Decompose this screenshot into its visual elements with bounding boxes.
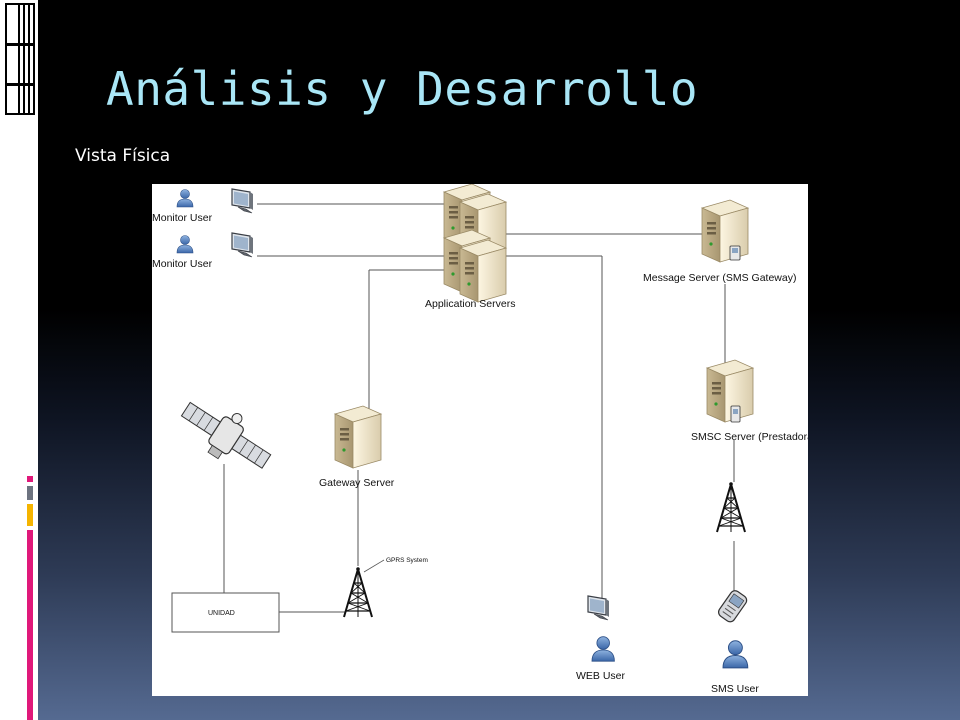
unidad-label: UNIDAD (208, 610, 235, 617)
server-icon (459, 239, 507, 303)
application-servers-label: Application Servers (425, 298, 515, 310)
accent-bar-magenta-top (27, 476, 33, 482)
message-server-label: Message Server (SMS Gateway) (643, 272, 796, 284)
gprs-system-label: GPRS System (386, 557, 428, 564)
sms-user-label: SMS User (711, 683, 759, 695)
user-icon (176, 189, 194, 208)
slide-subtitle: Vista Física (75, 146, 171, 166)
server-icon (701, 199, 749, 263)
accent-bar-gray (27, 486, 33, 500)
server-icon (334, 405, 382, 469)
slide-title: Análisis y Desarrollo (106, 62, 699, 116)
monitor-user-1-label: Monitor User (152, 212, 213, 224)
monitor-icon (231, 232, 254, 258)
user-icon (591, 636, 615, 662)
user-icon (722, 640, 749, 669)
mini-phone-icon (730, 405, 741, 423)
smsc-tower (716, 481, 746, 533)
satellite-icon (180, 401, 272, 469)
message-server: Message Server (SMS Gateway) (643, 199, 796, 284)
logo-icon (5, 3, 35, 115)
mini-phone-icon (729, 245, 741, 261)
accent-bar-magenta-bottom (27, 530, 33, 720)
monitor-icon (231, 188, 254, 214)
monitor-icon (587, 595, 610, 621)
tower-icon (343, 566, 373, 618)
application-servers: Application Servers (425, 184, 515, 310)
web-user: WEB User (576, 595, 626, 682)
smsc-server-label: SMSC Server (Prestadora) (691, 431, 808, 443)
gprs-tower: GPRS System (343, 557, 428, 618)
smsc-server: SMSC Server (Prestadora) (691, 359, 808, 443)
diagram-canvas: Monitor User Monitor User Application Se… (152, 184, 808, 695)
unidad-box: UNIDAD (171, 592, 280, 633)
tower-icon (716, 481, 746, 533)
web-user-label: WEB User (576, 670, 626, 682)
monitor-user-2: Monitor User (152, 232, 254, 270)
left-strip (0, 0, 38, 720)
user-icon (176, 235, 194, 254)
monitor-user-1: Monitor User (152, 188, 254, 224)
gateway-server-label: Gateway Server (319, 477, 395, 489)
monitor-user-2-label: Monitor User (152, 258, 213, 270)
physical-view-diagram: Monitor User Monitor User Application Se… (152, 184, 808, 696)
sms-user: SMS User (711, 590, 759, 695)
mobile-phone-icon (717, 590, 748, 623)
connection-lines (223, 203, 735, 613)
server-icon (706, 359, 754, 423)
accent-bar-yellow (27, 504, 33, 526)
gprs-callout-line (363, 559, 385, 573)
gateway-server: Gateway Server (319, 405, 395, 489)
